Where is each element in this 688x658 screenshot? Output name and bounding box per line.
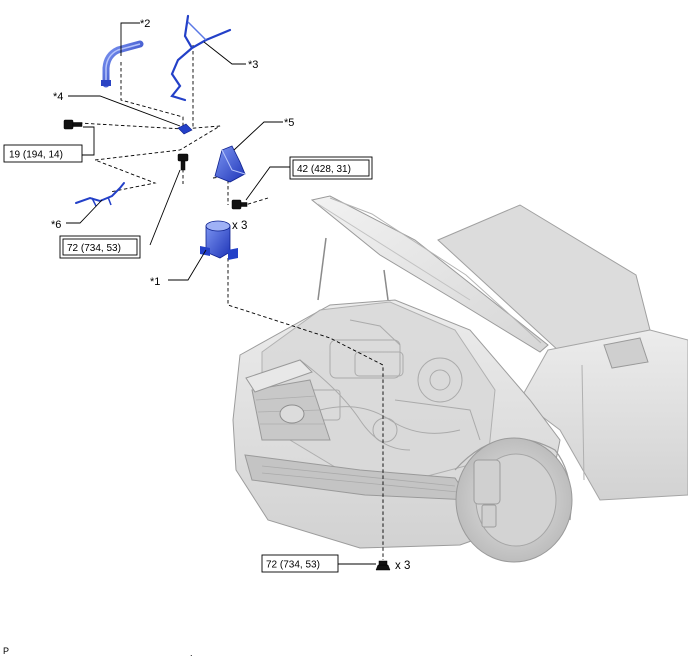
quantity-labels: x 3 x 3 <box>232 220 410 572</box>
windshield <box>437 204 651 353</box>
bracket-part-5 <box>214 145 246 183</box>
quantity-bolt-42: x 3 <box>232 220 247 232</box>
torque-boxes: 19 (194, 14) 42 (428, 31) 72 (734, 53) 7… <box>3 144 373 573</box>
svg-text:72 (734, 53): 72 (734, 53) <box>67 243 121 254</box>
bolt-72-upper <box>177 153 189 171</box>
nut-72-lower <box>375 560 391 571</box>
torque-box-42: 42 (428, 31) <box>289 156 373 180</box>
quantity-nut-72: x 3 <box>395 560 410 572</box>
callout-1: *1 <box>150 276 160 288</box>
wire-part-6 <box>75 182 125 204</box>
callout-6: *6 <box>51 219 61 231</box>
headlight <box>245 359 313 393</box>
callout-labels: *2 *3 *4 *5 *6 *1 <box>51 18 294 288</box>
illustration-code: P <box>3 646 9 656</box>
vehicle-illustration <box>232 195 688 563</box>
bolt-42 <box>231 199 248 210</box>
wire-harness-part-3 <box>170 14 232 102</box>
svg-text:19 (194, 14): 19 (194, 14) <box>9 150 63 161</box>
svg-text:42 (428, 31): 42 (428, 31) <box>297 164 351 175</box>
leader-lines <box>66 22 376 565</box>
torque-box-72-upper: 72 (734, 53) <box>59 235 141 259</box>
hose-part-2 <box>102 40 144 88</box>
svg-text:72 (734, 53): 72 (734, 53) <box>266 560 320 571</box>
callout-2: *2 <box>140 18 150 30</box>
torque-box-19: 19 (194, 14) <box>3 144 83 163</box>
footer-mark: . <box>190 648 193 658</box>
parts <box>75 14 246 260</box>
callout-4: *4 <box>53 91 63 103</box>
torque-box-72-lower: 72 (734, 53) <box>261 554 339 573</box>
bolt-19 <box>63 119 83 130</box>
callout-5: *5 <box>284 117 294 129</box>
callout-3: *3 <box>248 59 258 71</box>
clip-part-4 <box>177 123 193 135</box>
engine-mount-part-1 <box>200 220 238 260</box>
fasteners <box>63 119 391 571</box>
